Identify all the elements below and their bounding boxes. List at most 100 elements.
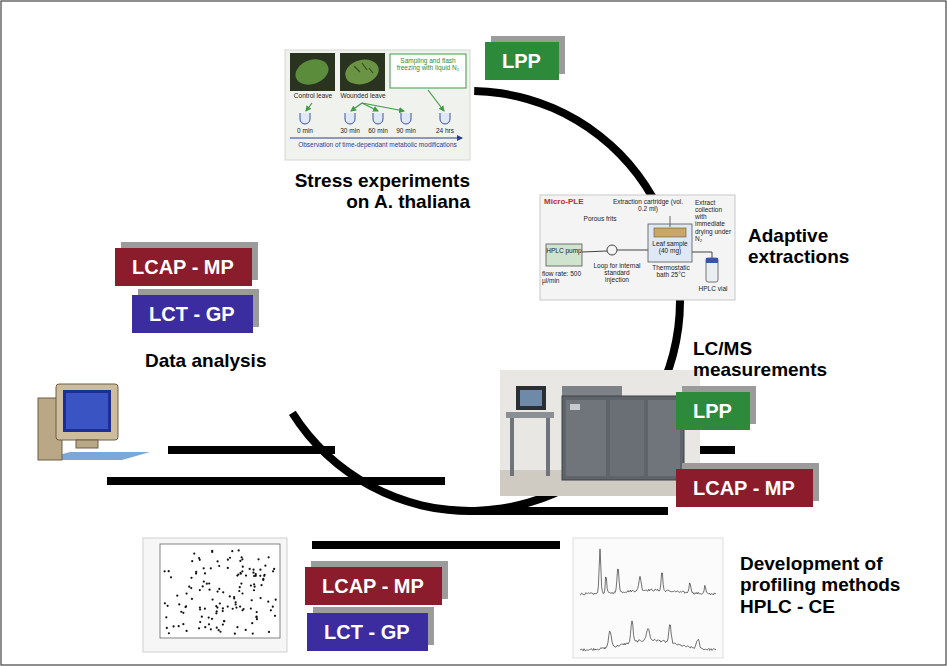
scatter-plot — [199, 608, 201, 610]
tag-text: LPP — [502, 51, 541, 71]
scatter-plot — [198, 627, 200, 629]
scatter-plot — [254, 586, 256, 588]
chromatogram — [580, 621, 716, 651]
scatter-plot — [208, 616, 210, 618]
figure-annotation: 30 min — [337, 127, 363, 134]
scatter-plot — [164, 602, 166, 604]
scatter-plot — [210, 628, 212, 630]
leaf-photo — [342, 56, 381, 88]
scatter-plot — [262, 579, 264, 581]
tag-text: LCT - GP — [324, 622, 410, 642]
scatter-plot — [199, 606, 201, 608]
scatter-plot — [267, 601, 269, 603]
leaf-photo — [306, 103, 312, 111]
scatter-plot — [229, 557, 231, 559]
scatter-plot — [190, 577, 192, 579]
scatter-plot — [199, 621, 201, 623]
scatter-plot — [255, 616, 257, 618]
leaf-photo — [340, 53, 385, 91]
scatter-plot — [259, 569, 261, 571]
scatter-plot — [252, 572, 254, 574]
scatter-plot — [235, 603, 237, 605]
scatter-plot — [256, 618, 258, 620]
leaf-photo — [290, 53, 335, 91]
scatter-plot — [199, 589, 201, 591]
figure-annotation: flow rate: 500 µl/min — [542, 270, 590, 284]
scatter-plot — [217, 560, 219, 562]
tag-box: LCAP - MP — [676, 469, 813, 507]
scatter-plot — [190, 587, 192, 589]
scatter-plot — [238, 549, 240, 551]
scatter-plot — [250, 584, 252, 586]
scatter-plot — [255, 573, 257, 575]
scatter-plot — [191, 598, 193, 600]
scatter-plot — [215, 612, 217, 614]
figure-annotation: Sampling and flash freezing with liquid … — [392, 57, 464, 71]
scatter-plot — [223, 620, 225, 622]
leaf-photo — [300, 113, 310, 124]
scatter-plot — [216, 590, 218, 592]
scatter-plot — [252, 569, 254, 571]
scatter-plot — [259, 575, 261, 577]
leaf-photo — [292, 55, 332, 89]
instrument-photo — [506, 412, 554, 418]
instrument-photo — [500, 370, 700, 496]
scatter-plot — [211, 618, 213, 620]
scatter-plot — [227, 567, 229, 569]
extraction-schematic — [654, 228, 686, 237]
scatter-plot — [206, 583, 208, 585]
scatter-plot — [233, 596, 235, 598]
scatter-plot — [143, 538, 287, 652]
scatter-plot — [216, 627, 218, 629]
figure-annotation: Observation of time-dependant metabolic … — [286, 141, 469, 148]
scatter-plot — [253, 575, 255, 577]
track-bar — [168, 446, 335, 454]
figure-annotation: HPLC vial — [694, 285, 732, 292]
scatter-plot — [182, 623, 184, 625]
scatter-plot — [211, 550, 213, 552]
scatter-plot — [199, 559, 201, 561]
scatter-plot — [178, 603, 180, 605]
extraction-schematic — [670, 216, 671, 227]
scatter-plot — [245, 629, 247, 631]
instrument-photo — [546, 418, 550, 476]
scatter-plot — [241, 570, 243, 572]
scatter-plot — [222, 623, 224, 625]
tag-box: LCAP - MP — [115, 248, 252, 286]
leaf-photo — [373, 113, 383, 124]
scatter-plot — [268, 556, 270, 558]
extraction-schematic — [540, 195, 735, 300]
scatter-plot — [160, 544, 280, 638]
scatter-plot — [256, 611, 258, 613]
scatter-plot — [180, 611, 182, 613]
computer-icon — [63, 390, 111, 432]
scatter-plot — [251, 599, 253, 601]
instrument-photo — [516, 386, 546, 410]
figure-annotation: Porous frits — [583, 215, 617, 222]
figure-annotation: Extract collection with immediate drying… — [695, 199, 735, 242]
extraction-schematic — [607, 245, 617, 255]
scatter-plot — [168, 632, 170, 634]
figure-annotation: Wounded leave — [336, 92, 390, 99]
scatter-plot — [208, 623, 210, 625]
scatter-plot — [218, 629, 220, 631]
scatter-plot — [222, 610, 224, 612]
scatter-plot — [239, 605, 241, 607]
extraction-schematic — [546, 244, 582, 266]
leaf-photo — [428, 90, 444, 111]
scatter-plot — [227, 559, 229, 561]
tag-box: LPP — [676, 392, 750, 430]
scatter-plot — [241, 558, 243, 560]
scatter-plot — [176, 595, 178, 597]
scatter-plot — [229, 595, 231, 597]
scatter-plot — [257, 558, 259, 560]
scatter-plot — [165, 616, 167, 618]
computer-icon — [76, 440, 98, 448]
scatter-plot — [208, 589, 210, 591]
scatter-plot — [253, 583, 255, 585]
scatter-plot — [249, 568, 251, 570]
tag-box: LCT - GP — [132, 295, 253, 333]
scatter-plot — [222, 591, 224, 593]
instrument-photo — [562, 386, 622, 396]
